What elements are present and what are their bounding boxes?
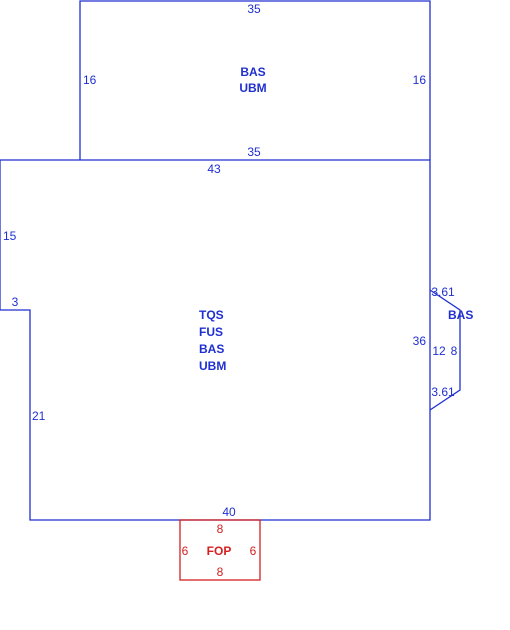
porch-section: 8 8 6 6 FOP: [179, 519, 261, 581]
porch-bottom-dimension: 8: [217, 565, 224, 579]
bay-side-dimension: 12: [432, 344, 446, 358]
upper-area-code: BAS: [240, 65, 265, 79]
upper-section: 35 35 16 16 BAS UBM: [79, 0, 431, 160]
bay-area-code: BAS: [448, 308, 473, 322]
bay-lower-diagonal-dimension: 3.61: [431, 385, 455, 399]
porch-section-outline: [179, 519, 261, 581]
main-left-lower-dimension: 21: [32, 409, 46, 423]
upper-top-dimension: 35: [247, 2, 261, 16]
main-section-outline: [0, 159, 431, 521]
porch-area-code: FOP: [207, 544, 232, 558]
main-bottom-dimension: 40: [222, 505, 236, 519]
main-area-code: BAS: [199, 342, 224, 356]
main-section: 43 15 3 21 40 36 TQS FUS BAS UBM: [0, 159, 431, 521]
bay-section: 3.61 12 8 3.61 BAS: [429, 285, 473, 411]
upper-area-code: UBM: [239, 81, 266, 95]
upper-right-dimension: 16: [413, 73, 427, 87]
upper-bottom-dimension: 35: [247, 145, 261, 159]
main-step-dimension: 3: [12, 295, 19, 309]
porch-top-dimension: 8: [217, 522, 224, 536]
main-area-code: TQS: [199, 308, 224, 322]
main-top-dimension: 43: [207, 162, 221, 176]
upper-left-dimension: 16: [83, 73, 97, 87]
main-right-dimension: 36: [413, 334, 427, 348]
porch-left-dimension: 6: [182, 544, 189, 558]
upper-section-outline: [79, 0, 431, 160]
bay-depth-dimension: 8: [451, 344, 458, 358]
porch-right-dimension: 6: [250, 544, 257, 558]
bay-section-outline: [429, 289, 461, 411]
main-area-code: FUS: [199, 325, 223, 339]
main-area-code: UBM: [199, 359, 226, 373]
main-left-upper-dimension: 15: [3, 229, 17, 243]
bay-upper-diagonal-dimension: 3.61: [431, 285, 455, 299]
